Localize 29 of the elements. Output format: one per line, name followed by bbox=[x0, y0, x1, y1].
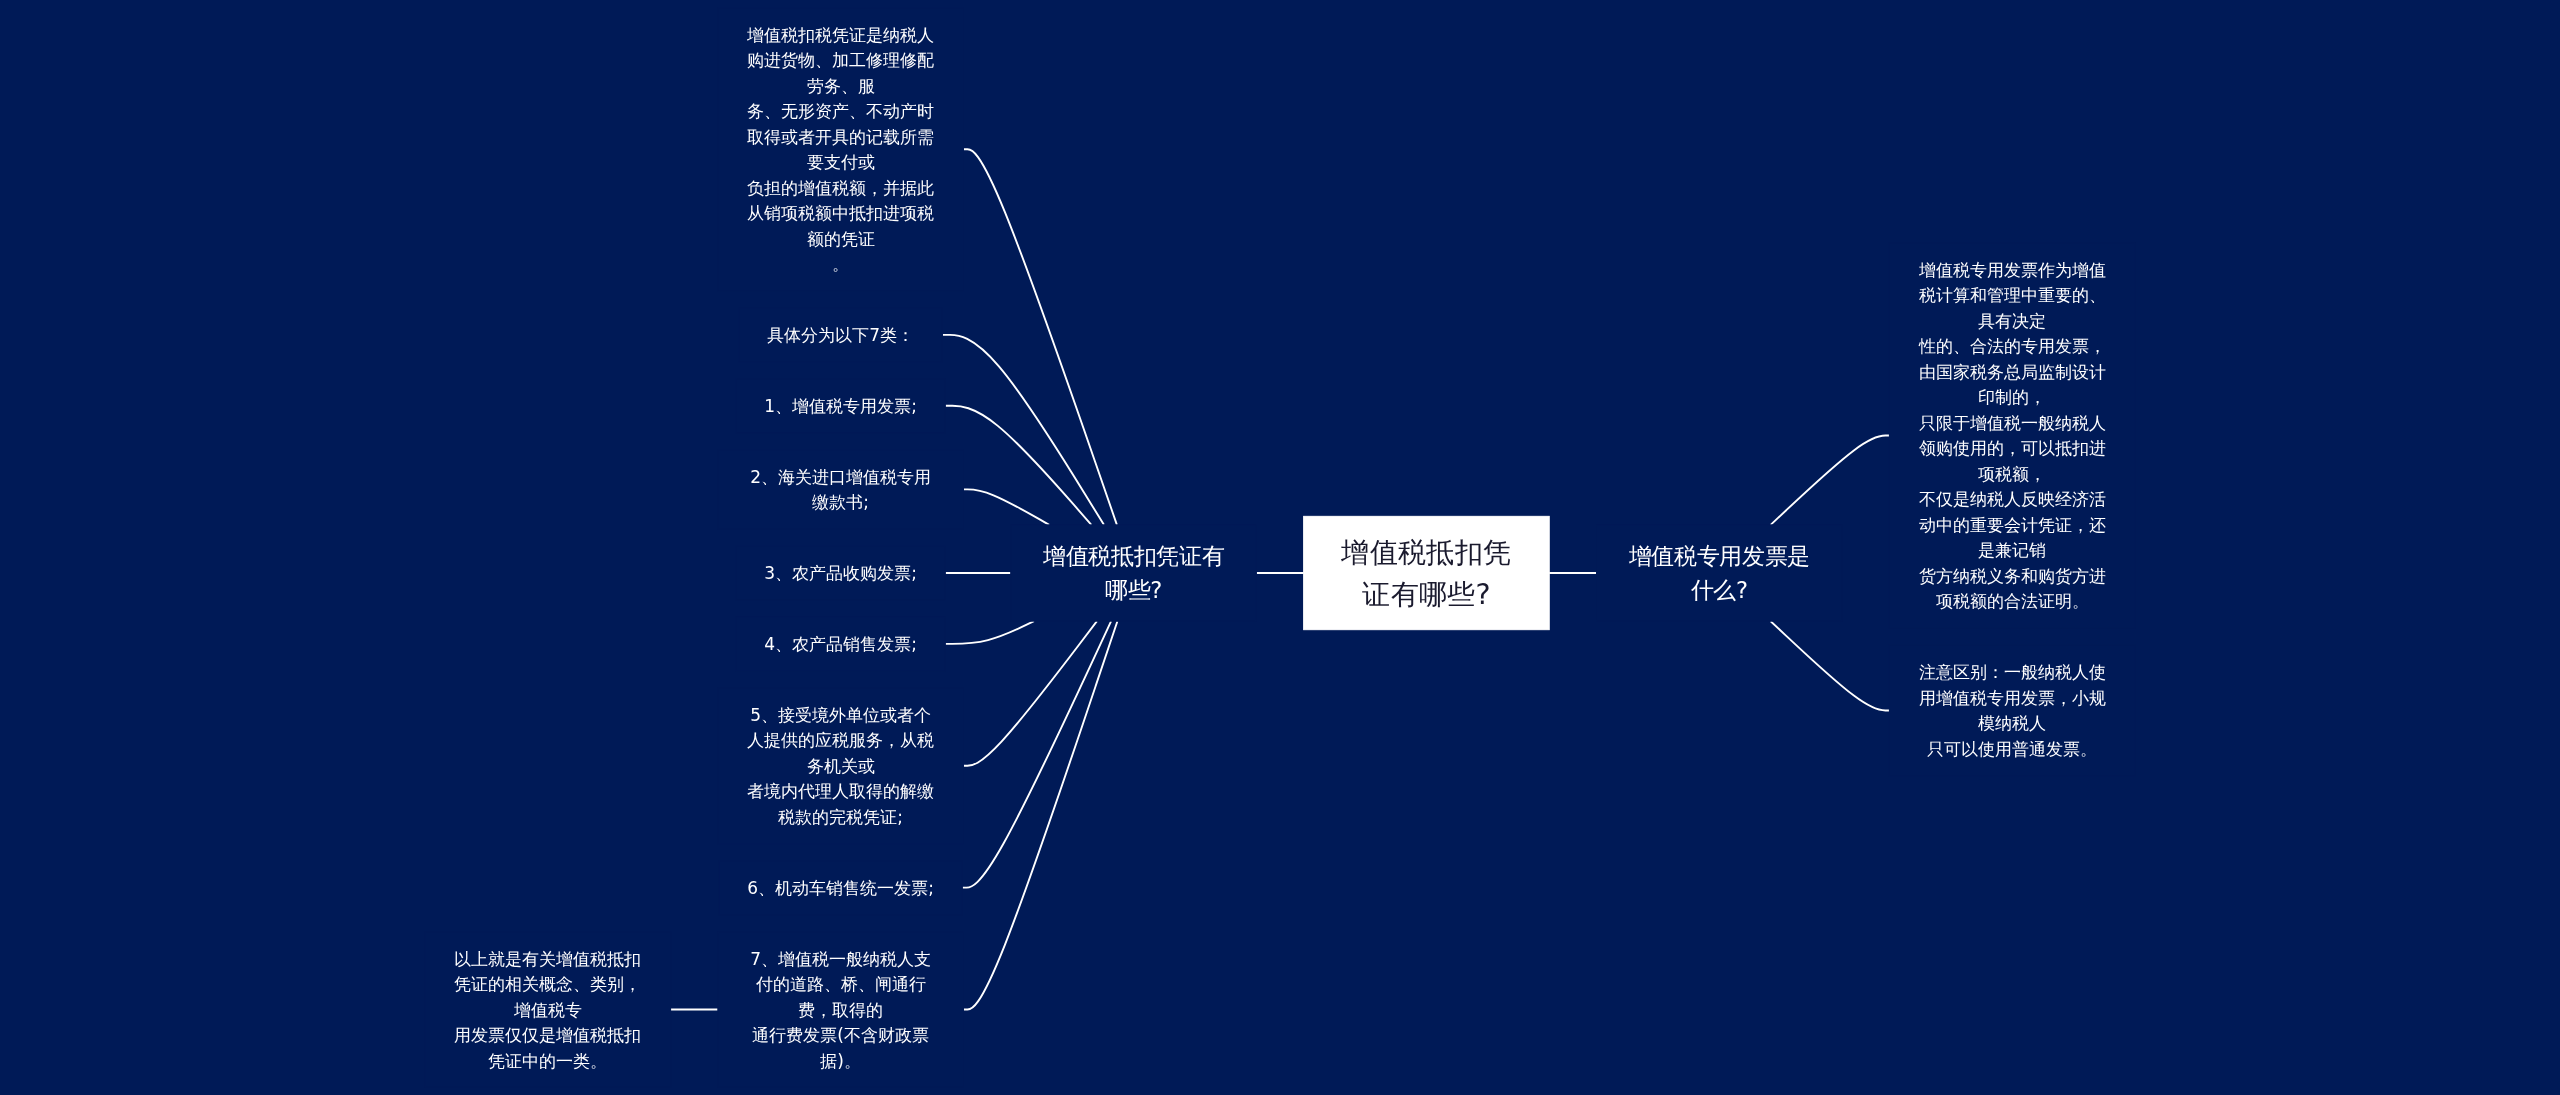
node-text: 注意区别：一般纳税人使用增值税专用发票，小规模纳税人只可以使用普通发票。 bbox=[1918, 662, 2106, 759]
node-text: 5、接受境外单位或者个人提供的应税服务，从税务机关或者境内代理人取得的解缴税款的完税凭证; bbox=[747, 704, 935, 827]
node-text: 7、增值税一般纳税人支付的道路、桥、闸通行费，取得的通行费发票(不含财政票据)。 bbox=[750, 948, 932, 1071]
node-text: 具体分为以下7类： bbox=[767, 325, 915, 345]
connector bbox=[1769, 434, 1891, 526]
node-box: 增值税抵扣凭证有哪些? bbox=[1303, 515, 1550, 631]
node-text: 增值税专用发票是什么? bbox=[1628, 542, 1811, 604]
connector bbox=[944, 572, 1012, 574]
connector bbox=[962, 620, 1119, 1011]
node-text: 增值税专用发票作为增值税计算和管理中重要的、具有决定性的、合法的专用发票，由国家税务总局监制设计印制的，只限于增值税一般纳税人领购使用的，可以抵扣进项税额，不仅是纳税人反映经济活动中的重要会计凭证，还是兼记销货方纳税义务和购货方进项税额的合法证明。 bbox=[1918, 259, 2106, 612]
node-text: 1、增值税专用发票; bbox=[764, 395, 917, 416]
connector bbox=[962, 488, 1051, 526]
connector bbox=[961, 620, 1113, 889]
node-text: 以上就是有关增值税抵扣凭证的相关概念、类别，增值税专用发票仅仅是增值税抵扣凭证中的一类。 bbox=[454, 948, 642, 1071]
connector bbox=[669, 1008, 719, 1011]
node-text: 3、农产品收购发票; bbox=[764, 563, 917, 583]
connector bbox=[941, 333, 1105, 526]
node-text: 增值税扣税凭证是纳税人购进货物、加工修理修配劳务、服务、无形资产、不动产时取得或者开具的记载所需要支付或负担的增值税额，并据此从销项税额中抵扣进项税额的凭证。 bbox=[747, 24, 935, 274]
connector bbox=[1548, 572, 1598, 574]
connector bbox=[962, 148, 1118, 526]
connector bbox=[944, 404, 1093, 526]
connector bbox=[1769, 620, 1891, 712]
connector bbox=[962, 620, 1098, 767]
node-text: 增值税抵扣凭证有哪些? bbox=[1042, 542, 1225, 604]
connector bbox=[944, 620, 1035, 645]
node-text: 6、机动车销售统一发票; bbox=[747, 877, 934, 898]
connector bbox=[1255, 572, 1305, 574]
node-text: 2、海关进口增值税专用缴款书; bbox=[750, 466, 932, 513]
node-text: 4、农产品销售发票; bbox=[764, 633, 917, 654]
